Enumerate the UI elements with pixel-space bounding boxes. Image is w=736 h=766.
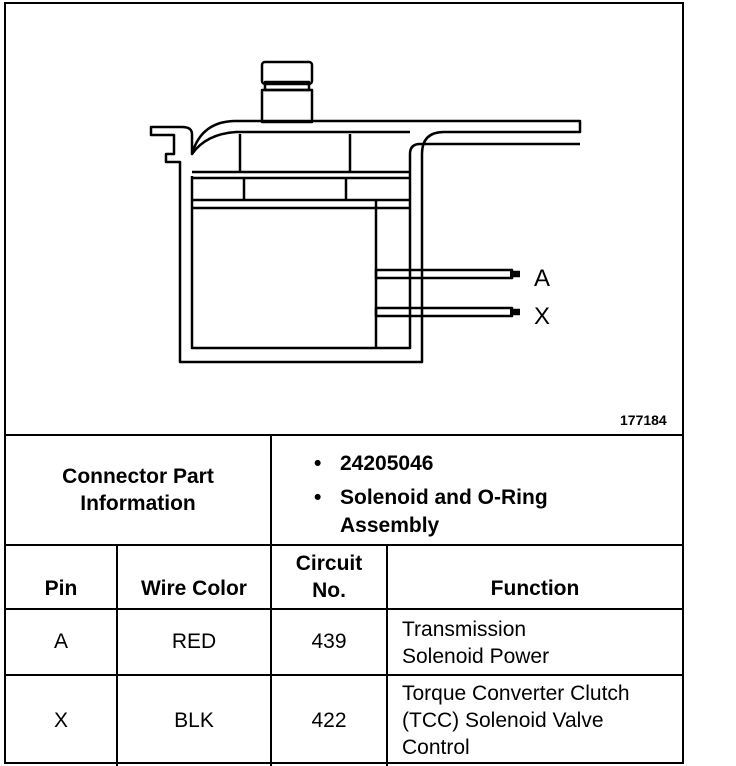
solenoid-stem <box>260 88 314 124</box>
row-a-pin: A <box>53 630 68 654</box>
header-pin: Pin <box>44 577 78 601</box>
row-x-function: Torque Converter Clutch (TCC) Solenoid V… <box>402 680 630 761</box>
solenoid-drawing: A X <box>149 60 582 364</box>
part-desc-line1: Solenoid and O-Ring <box>340 486 548 509</box>
header-circuit-line2: No. <box>312 579 346 602</box>
housing-top-inner <box>190 130 410 155</box>
row-x-wire-color: BLK <box>174 709 214 733</box>
row-a-wire-color: RED <box>171 630 217 654</box>
header-circuit-line1: Circuit <box>295 551 363 575</box>
part-desc-line2: Assembly <box>340 514 440 537</box>
terminal-a-label: A <box>534 265 550 292</box>
connector-info-label: Connector Part Information <box>6 436 270 544</box>
row-x-circuit: 422 <box>311 709 347 733</box>
header-wire-color: Wire Color <box>141 577 247 601</box>
divider-row-a <box>6 674 682 676</box>
row-x-function-line1: Torque Converter Clutch <box>402 682 630 705</box>
terminal-x-pin <box>374 306 514 318</box>
divider-connector-vertical <box>270 434 272 546</box>
housing-outer <box>149 119 582 364</box>
solenoid-cap <box>260 60 314 86</box>
divider-col-wire <box>270 544 272 766</box>
row-a-function-line2: Solenoid Power <box>402 645 550 668</box>
header-function: Function <box>490 577 580 601</box>
solenoid-diagram: A X 177184 <box>6 4 686 436</box>
figure-number: 177184 <box>620 412 667 428</box>
divider-connector <box>6 544 682 546</box>
row-a-function-line1: Transmission <box>402 618 527 641</box>
row-x-function-line2: (TCC) Solenoid Valve <box>402 709 604 732</box>
row-x-pin: X <box>53 709 68 733</box>
connector-label-line1: Connector Part <box>62 464 214 488</box>
part-number: 24205046 <box>340 452 434 475</box>
row-x-function-line3: Control <box>402 736 470 759</box>
row-a-circuit: 439 <box>311 630 347 654</box>
terminal-x-label: X <box>534 303 550 330</box>
header-circuit: Circuit No. <box>272 548 386 606</box>
divider-header <box>6 608 682 610</box>
divider-col-pin <box>116 544 118 766</box>
housing-inner <box>190 142 580 350</box>
divider-col-circuit <box>386 544 388 766</box>
connector-info-sheet: A X 177184 Connector Part Information •2… <box>4 2 686 766</box>
connector-label-line2: Information <box>80 492 196 515</box>
divider-diagram <box>6 434 682 436</box>
terminal-a-pin <box>374 268 514 280</box>
row-a-function: Transmission Solenoid Power <box>402 616 549 670</box>
